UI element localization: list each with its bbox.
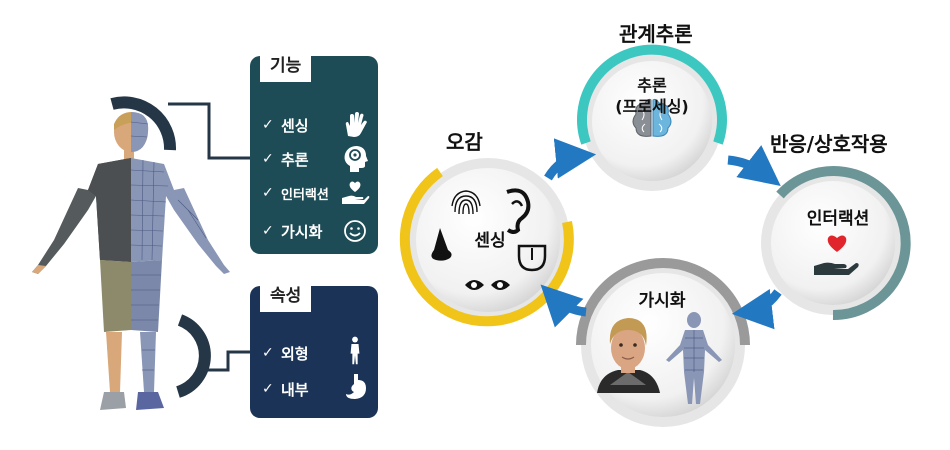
function-panel-title: 기능: [260, 50, 312, 82]
cycle-top-label: 관계추론: [619, 22, 693, 46]
upper-arc-bracket: [110, 96, 177, 151]
brain-head-icon: [344, 146, 368, 172]
attribute-item-label: 외형: [281, 344, 309, 363]
reasoning-ring-arc: [577, 44, 727, 145]
attribute-item-appearance: ✓ 외형: [262, 338, 309, 368]
avatar-textured-half: [32, 112, 148, 410]
function-item-visualization: ✓ 가시화: [262, 216, 322, 246]
avatar-face-image: [597, 318, 660, 393]
lower-arc-bracket: [175, 314, 211, 398]
brain-icon: [632, 98, 672, 137]
arrow-reasoning-to-interaction: [727, 145, 781, 186]
check-icon: ✓: [262, 381, 274, 397]
check-icon: ✓: [262, 185, 274, 201]
function-connector-line: [168, 102, 250, 160]
check-icon: ✓: [262, 223, 274, 239]
function-item-label: 추론: [281, 150, 309, 169]
arrow-interaction-to-visualization: [731, 289, 782, 330]
cycle-right-label: 반응/상호작용: [770, 132, 888, 156]
fingerprint-icon: [451, 190, 481, 215]
interaction-ring-arc: [776, 166, 911, 321]
heart-in-hand-icon: [814, 235, 859, 275]
heart-hand-icon: [342, 181, 370, 204]
reasoning-node: [577, 44, 727, 191]
avatar-wireframe-body-image: [666, 312, 722, 404]
sensing-node-label: 센싱: [474, 231, 506, 251]
attribute-connector-line: [200, 350, 250, 372]
check-icon: ✓: [262, 345, 274, 361]
attribute-panel-title: 속성: [260, 280, 312, 312]
nose-icon: [431, 228, 452, 261]
attribute-item-label: 내부: [281, 380, 309, 399]
interaction-node-label: 인터랙션: [806, 209, 870, 229]
avatar-wireframe-half: [130, 112, 230, 410]
cycle-left-label: 오감: [446, 130, 483, 154]
check-icon: ✓: [262, 117, 274, 133]
human-avatar-figure: [32, 112, 230, 410]
function-item-label: 가시화: [281, 222, 323, 241]
hand-icon: [345, 112, 367, 137]
sensing-ring-arc: [399, 167, 574, 327]
arrow-sensing-to-reasoning: [544, 138, 597, 181]
stomach-icon: [346, 374, 366, 399]
eyes-icon: [465, 280, 510, 290]
reasoning-node-title: 추론: [637, 76, 667, 95]
reasoning-node-subtitle: (프로세싱): [615, 97, 689, 116]
function-item-label: 센싱: [281, 116, 309, 135]
tongue-icon: [517, 244, 547, 272]
attribute-panel: 속성 ✓ 외형 ✓ 내부: [250, 280, 378, 418]
arrow-visualization-to-sensing: [540, 284, 587, 328]
attribute-item-internal: ✓ 내부: [262, 374, 309, 404]
function-item-sensing: ✓ 센싱: [262, 110, 309, 140]
visualization-node-label: 가시화: [638, 291, 686, 311]
ear-icon: [506, 188, 531, 234]
function-item-label: 인터랙션: [281, 187, 329, 203]
function-panel: 기능 ✓ 센싱 ✓ 추론 ✓ 인터랙션 ✓ 가시화: [250, 50, 378, 254]
person-icon: [350, 336, 360, 365]
function-item-reasoning: ✓ 추론: [262, 144, 309, 174]
function-item-interaction: ✓ 인터랙션: [262, 178, 329, 208]
check-icon: ✓: [262, 151, 274, 167]
smiley-icon: [344, 220, 366, 242]
